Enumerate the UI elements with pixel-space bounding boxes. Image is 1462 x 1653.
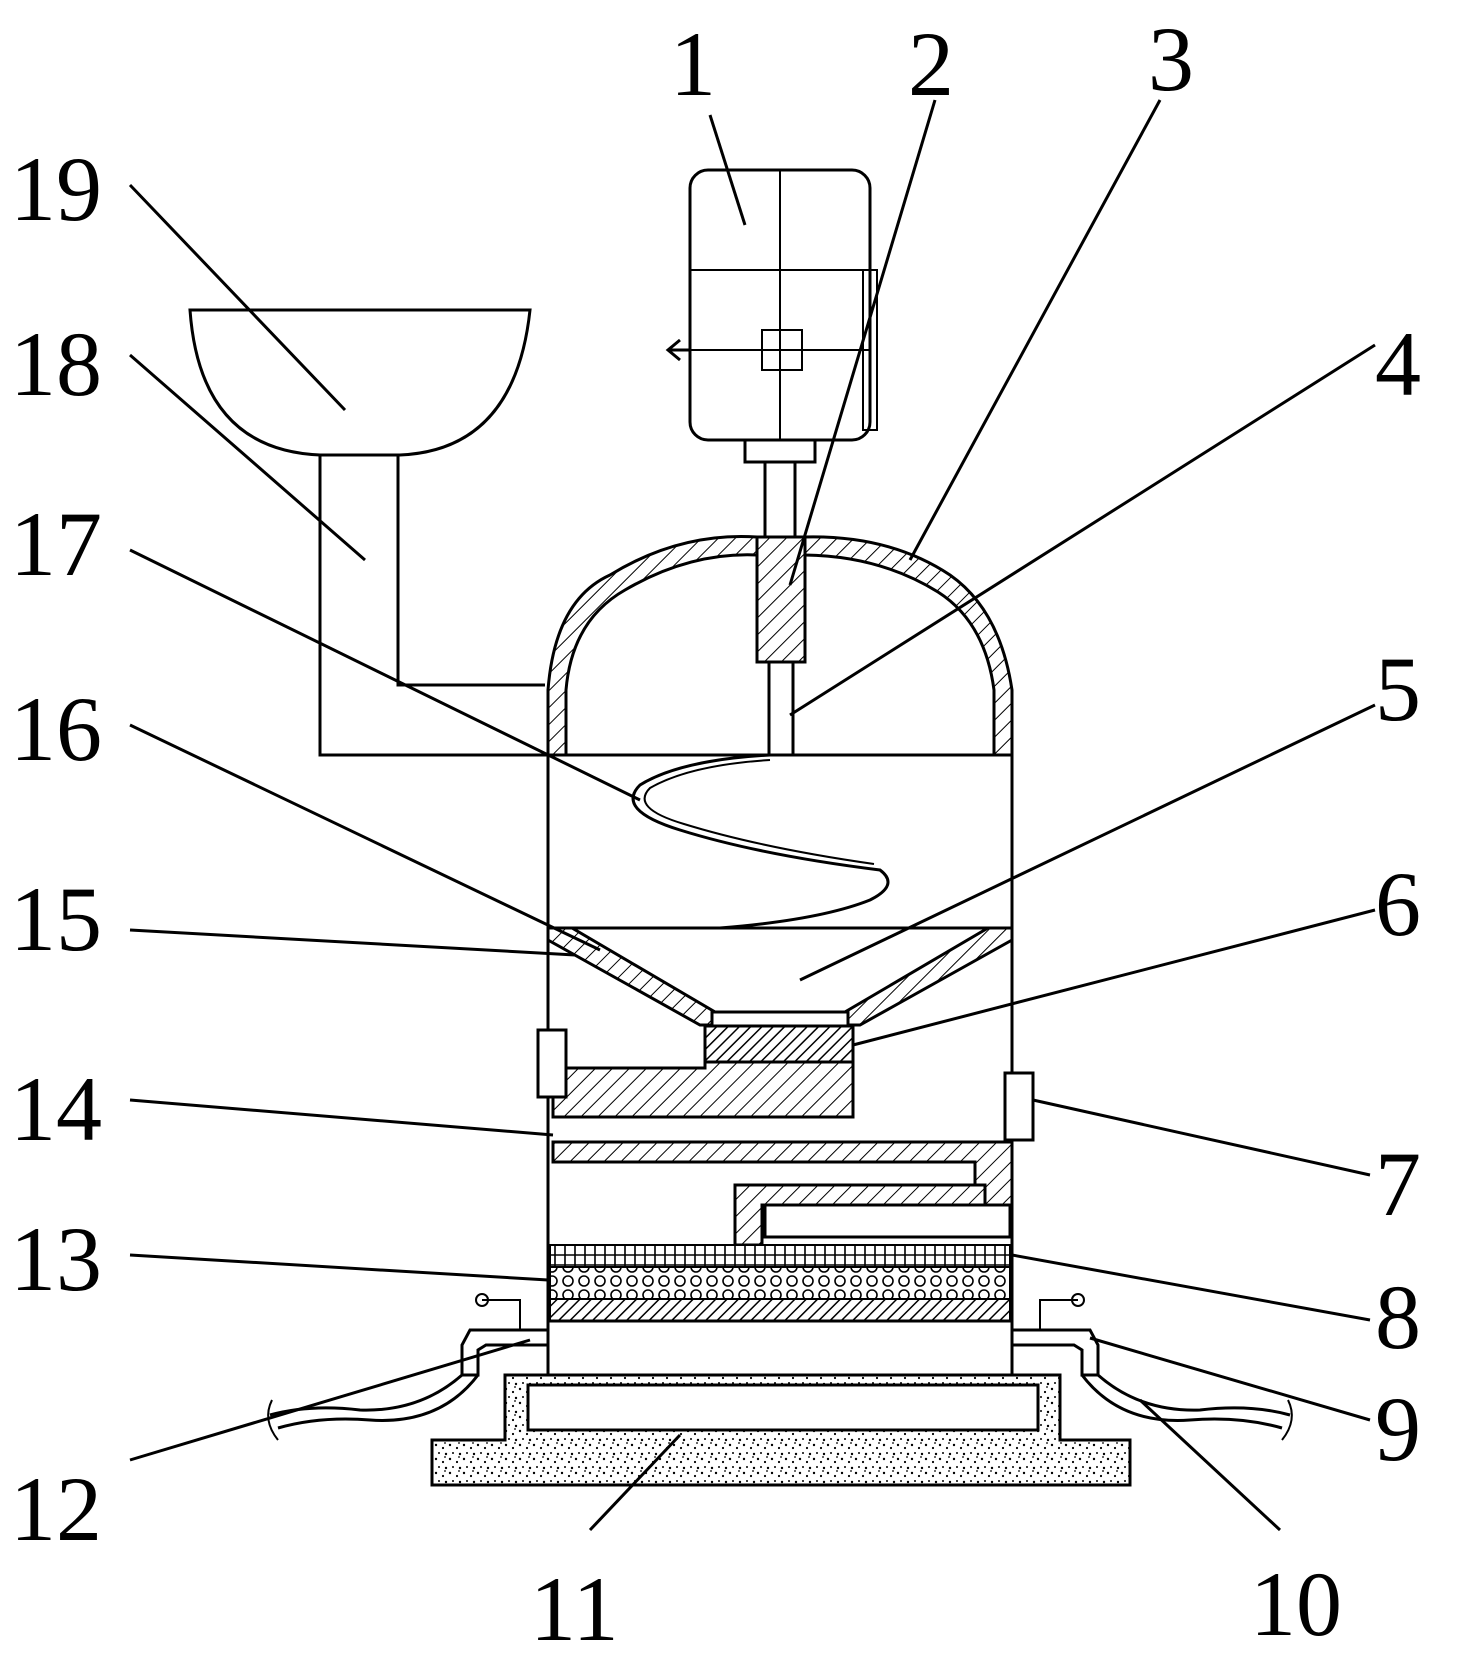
motor (665, 168, 878, 539)
filter-block (551, 1024, 855, 1119)
label-13: 13 (10, 1208, 102, 1310)
spiral-blade (631, 753, 890, 930)
label-7: 7 (1375, 1133, 1421, 1235)
label-4: 4 (1375, 313, 1421, 415)
hopper-liner (546, 926, 1014, 1028)
label-16: 16 (10, 678, 102, 780)
leader-lines (128, 99, 1376, 1532)
part-labels: 1 2 3 4 5 6 7 8 9 10 11 12 13 14 15 16 1… (10, 8, 1421, 1653)
label-14: 14 (10, 1058, 102, 1160)
feed-funnel (188, 308, 532, 457)
label-9: 9 (1375, 1378, 1421, 1480)
label-12: 12 (10, 1458, 102, 1560)
label-2: 2 (908, 13, 954, 115)
drive-shaft (767, 660, 795, 757)
baffle-plates (551, 1140, 1014, 1247)
drain-pipe-left (267, 1293, 548, 1441)
label-15: 15 (10, 868, 102, 970)
label-6: 6 (1375, 853, 1421, 955)
label-10: 10 (1250, 1553, 1342, 1653)
housing-body (320, 753, 1014, 1375)
label-3: 3 (1148, 8, 1194, 110)
label-19: 19 (10, 138, 102, 240)
filter-layers (548, 1244, 1012, 1323)
side-block-right (1003, 1071, 1035, 1142)
label-1: 1 (670, 13, 716, 115)
label-11: 11 (530, 1558, 619, 1653)
feed-pipe (318, 455, 545, 757)
side-block-left (536, 1028, 568, 1099)
label-17: 17 (10, 493, 102, 595)
base-mount (430, 1373, 1132, 1487)
label-8: 8 (1375, 1266, 1421, 1368)
label-5: 5 (1375, 638, 1421, 740)
label-18: 18 (10, 313, 102, 415)
drain-pipe-right (1012, 1293, 1293, 1441)
